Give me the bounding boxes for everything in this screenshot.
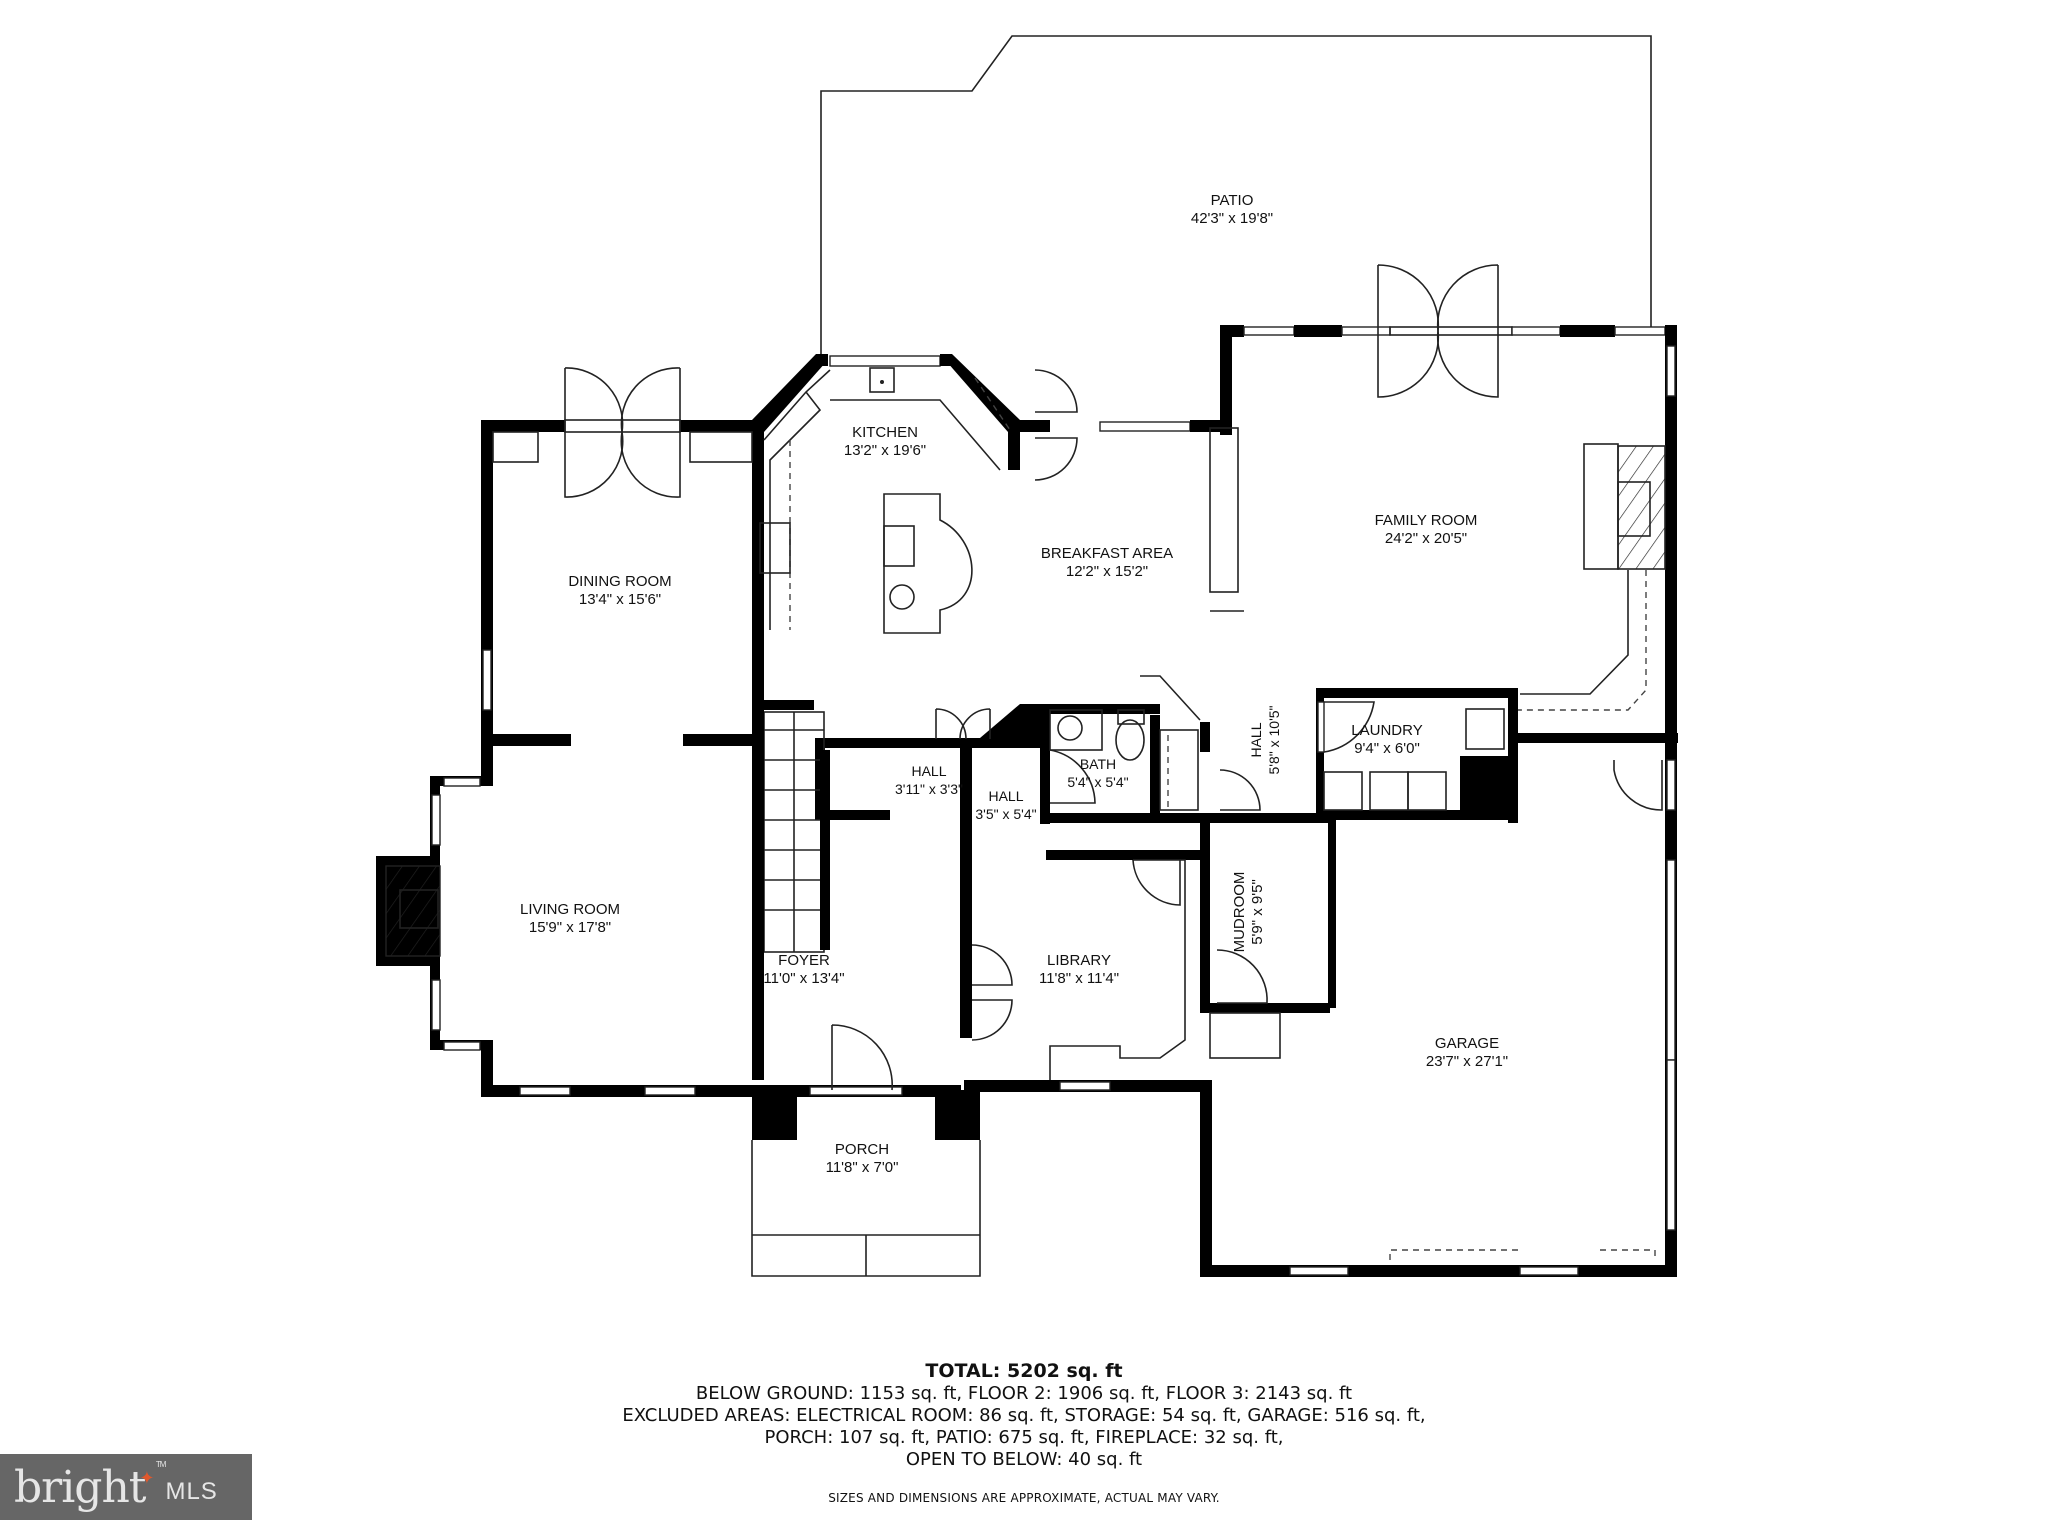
room-name: LIVING ROOM	[519, 901, 621, 918]
area-line-4: OPEN TO BELOW: 40 sq. ft	[905, 1449, 1143, 1470]
room-label-hall-3: HALL 5'8" x 10'5"	[1247, 706, 1283, 775]
room-name: LIBRARY	[1047, 952, 1111, 969]
area-line-1: BELOW GROUND: 1153 sq. ft, FLOOR 2: 1906…	[695, 1383, 1353, 1404]
room-name: HALL	[988, 788, 1024, 804]
room-name: PATIO	[1210, 192, 1254, 209]
room-label-living-room: LIVING ROOM 15'9" x 17'8"	[520, 901, 620, 937]
room-dimensions: 12'2" x 15'2"	[1065, 563, 1149, 580]
room-label-foyer: FOYER 11'0" x 13'4"	[763, 952, 844, 988]
room-name: HALL	[911, 763, 947, 779]
room-dimensions: 23'7" x 27'1"	[1425, 1053, 1509, 1070]
porch	[751, 1024, 981, 1277]
room-dimensions: 5'9" x 9'5"	[1249, 879, 1266, 945]
room-dimensions: 11'8" x 7'0"	[825, 1159, 899, 1176]
room-name: MUDROOM	[1231, 871, 1248, 953]
room-dimensions: 11'0" x 13'4"	[763, 970, 845, 987]
room-dimensions: 13'4" x 15'6"	[578, 591, 662, 608]
logo-suffix: MLS	[165, 1478, 218, 1505]
room-dimensions: 5'4" x 5'4"	[1067, 774, 1129, 790]
room-name: FAMILY ROOM	[1374, 512, 1478, 529]
room-dimensions: 42'3" x 19'8"	[1190, 210, 1274, 227]
room-name: BATH	[1079, 756, 1117, 772]
stairs	[754, 700, 830, 955]
room-label-laundry: LAUNDRY 9'4" x 6'0"	[1351, 722, 1422, 758]
garage-walls	[1200, 740, 1677, 1277]
star-icon: ✦	[139, 1467, 154, 1489]
room-name: DINING ROOM	[568, 573, 672, 590]
room-dimensions: 13'2" x 19'6"	[843, 442, 927, 459]
room-name: BREAKFAST AREA	[1040, 545, 1174, 562]
laundry-walls	[1316, 688, 1678, 823]
trademark: TM	[155, 1459, 167, 1469]
kitchen-walls	[752, 354, 1230, 634]
room-name: HALL	[1248, 722, 1264, 758]
room-name: LAUNDRY	[1351, 722, 1423, 739]
room-dimensions: 15'9" x 17'8"	[528, 919, 612, 936]
total-area: TOTAL: 5202 sq. ft	[925, 1360, 1123, 1382]
room-dimensions: 3'5" x 5'4"	[975, 806, 1037, 822]
room-dimensions: 5'8" x 10'5"	[1266, 705, 1282, 775]
room-label-breakfast-area: BREAKFAST AREA 12'2" x 15'2"	[1041, 545, 1173, 581]
room-name: GARAGE	[1434, 1035, 1500, 1052]
room-dimensions: 24'2" x 20'5"	[1384, 530, 1468, 547]
area-summary: TOTAL: 5202 sq. ft BELOW GROUND: 1153 sq…	[0, 1360, 2048, 1505]
bright-mls-logo: bright✦TM MLS	[0, 1454, 252, 1520]
room-label-hall-1: HALL 3'11" x 3'3"	[895, 762, 963, 798]
room-label-hall-2: HALL 3'5" x 5'4"	[975, 787, 1036, 823]
logo-brand-text: bright	[14, 1461, 146, 1513]
room-name: PORCH	[834, 1141, 890, 1158]
logo-brand: bright✦TM	[14, 1460, 166, 1513]
area-line-2: EXCLUDED AREAS: ELECTRICAL ROOM: 86 sq. …	[622, 1405, 1426, 1426]
disclaimer: SIZES AND DIMENSIONS ARE APPROXIMATE, AC…	[828, 1491, 1220, 1505]
room-label-garage: GARAGE 23'7" x 27'1"	[1426, 1035, 1508, 1071]
room-label-dining-room: DINING ROOM 13'4" x 15'6"	[568, 573, 671, 609]
dining-room-walls	[481, 367, 764, 780]
room-name: KITCHEN	[852, 424, 918, 441]
family-room-walls	[1209, 264, 1677, 755]
room-dimensions: 3'11" x 3'3"	[895, 781, 963, 797]
living-room-walls	[376, 734, 961, 1097]
room-label-bath: BATH 5'4" x 5'4"	[1067, 755, 1128, 791]
room-label-mudroom: MUDROOM 5'9" x 9'5"	[1231, 872, 1267, 953]
room-name: FOYER	[778, 952, 830, 969]
room-label-porch: PORCH 11'8" x 7'0"	[826, 1141, 899, 1177]
area-line-3: PORCH: 107 sq. ft, PATIO: 675 sq. ft, FI…	[764, 1427, 1284, 1448]
room-dimensions: 9'4" x 6'0"	[1354, 740, 1420, 757]
room-label-kitchen: KITCHEN 13'2" x 19'6"	[844, 424, 926, 460]
room-label-patio: PATIO 42'3" x 19'8"	[1191, 192, 1273, 228]
room-dimensions: 11'8" x 11'4"	[1038, 970, 1120, 987]
room-label-library: LIBRARY 11'8" x 11'4"	[1039, 952, 1119, 988]
patio-outline	[820, 35, 1652, 357]
room-label-family-room: FAMILY ROOM 24'2" x 20'5"	[1375, 512, 1478, 548]
